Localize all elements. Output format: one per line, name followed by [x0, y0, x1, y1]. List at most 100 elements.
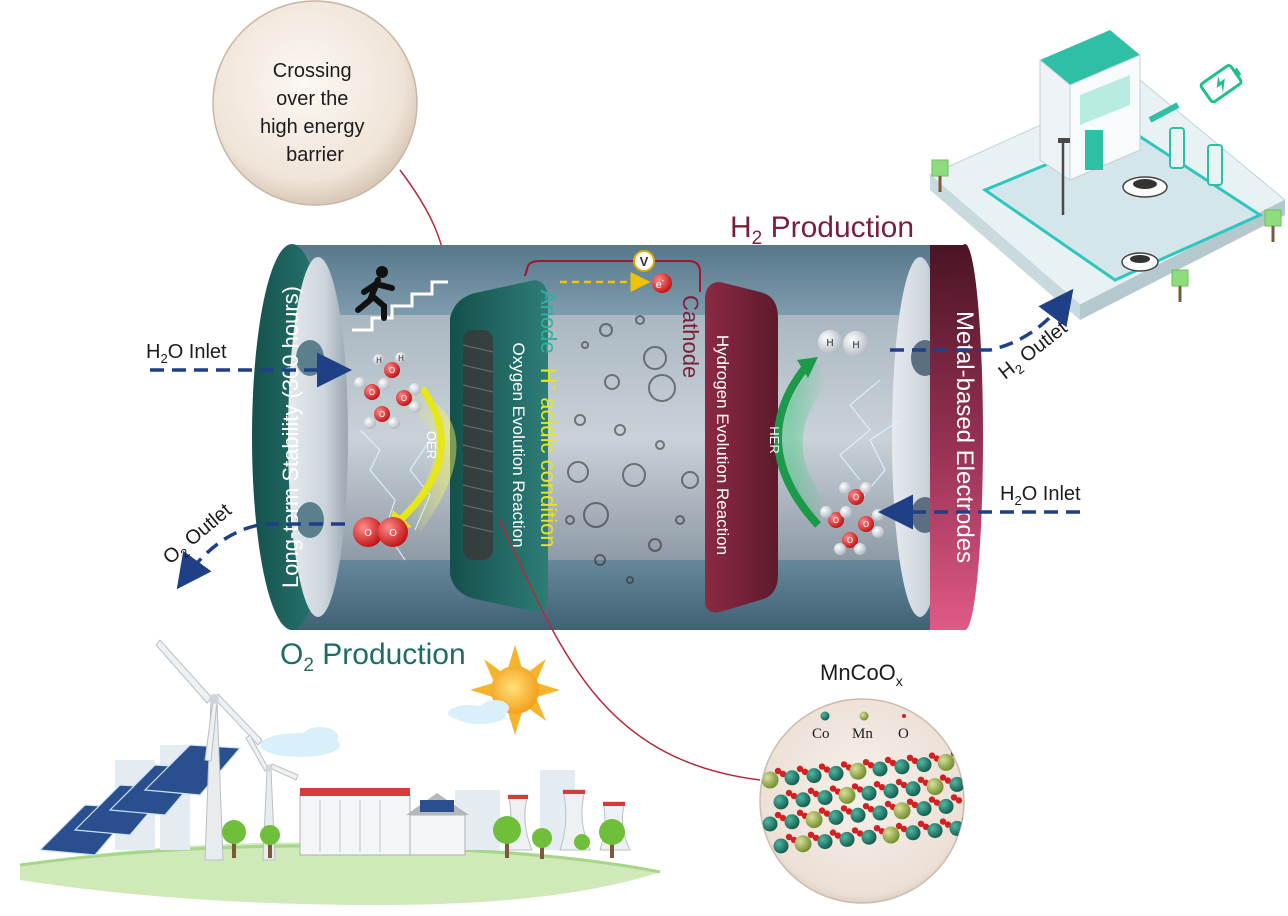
o-atom — [928, 752, 936, 759]
o-atom — [967, 775, 973, 781]
energy-storage-buildings — [299, 788, 469, 856]
co-atom — [927, 823, 943, 839]
mn-atom — [937, 753, 955, 771]
o-atom — [955, 753, 963, 760]
o-atom — [818, 763, 826, 770]
voltmeter-label: V — [640, 254, 649, 269]
o-atom — [884, 756, 892, 764]
left-port-bottom — [296, 502, 324, 538]
h2-production-label: H2 Production — [730, 211, 914, 249]
o-atom — [774, 767, 782, 775]
co-atom — [773, 794, 789, 810]
o-atom — [796, 809, 804, 816]
o-atom — [785, 833, 793, 841]
co-atom — [872, 805, 888, 821]
legend-mn: Mn — [852, 726, 873, 742]
acidic-condition-label: acidic condition — [536, 397, 561, 547]
o-atom — [834, 832, 842, 839]
o-atom — [862, 759, 870, 766]
o-atom — [845, 808, 853, 815]
o-atom — [950, 794, 958, 801]
o-atom — [862, 803, 870, 810]
mn-atom — [849, 762, 867, 780]
co-atom — [938, 798, 954, 814]
oxygen-molecule: O O — [353, 517, 408, 547]
her-label: HER — [767, 426, 782, 453]
o-atom — [856, 830, 864, 837]
mn-atom — [882, 826, 900, 844]
co-atom — [894, 759, 910, 775]
electron-icon — [652, 273, 672, 293]
electron-charge: - — [662, 276, 665, 285]
h2o-inlet-left-label: H2O Inlet — [146, 341, 227, 366]
co-atom — [784, 770, 800, 786]
h2-outlet-arrow — [890, 288, 1074, 352]
co-atom — [839, 831, 855, 847]
o-atom — [840, 761, 848, 768]
o-atom — [774, 811, 782, 819]
mn-atom — [761, 771, 779, 789]
o-atom — [812, 834, 820, 841]
co-atom — [773, 838, 789, 854]
o2-outlet-arrow — [176, 522, 345, 590]
o-atom — [884, 800, 892, 808]
co-atom — [905, 825, 921, 841]
atom-h: H — [398, 354, 404, 363]
o-atom — [829, 785, 837, 792]
o-atom — [895, 822, 903, 830]
water-molecules-left: O H H O O O — [354, 352, 421, 429]
o-atom — [851, 827, 859, 834]
o-atom — [939, 818, 947, 825]
co-atom — [872, 761, 888, 777]
flow-arrows — [150, 288, 1080, 590]
atom-o: O — [389, 366, 395, 375]
hydrogen-molecule: H H — [818, 330, 869, 357]
o-atom — [928, 796, 936, 803]
callout-line-3: high energy — [260, 116, 365, 138]
co-atom — [883, 783, 899, 799]
o-atom — [944, 777, 952, 784]
atom-o: O — [379, 410, 385, 419]
co-atom — [905, 781, 921, 797]
atom-o: O — [401, 394, 407, 403]
o2-production-label: O2 Production — [280, 638, 466, 676]
o-atom — [785, 789, 793, 797]
atom-o: O — [369, 388, 375, 397]
svg-text:Co Mn O: Co Mn O — [812, 726, 909, 742]
proton-charge: + — [547, 384, 562, 392]
svg-text:e-: e- — [656, 276, 665, 291]
o-atom — [961, 772, 964, 779]
o-atom — [955, 797, 963, 804]
o-atom — [900, 825, 908, 833]
co-atom — [916, 757, 932, 773]
atom-h: H — [376, 356, 382, 365]
o-atom — [917, 820, 925, 827]
o-atom — [851, 783, 859, 790]
mn-atom — [794, 835, 812, 853]
o-atom — [790, 792, 798, 800]
o-atom — [801, 768, 809, 775]
wind-turbine-large — [155, 639, 263, 861]
o-atom — [873, 825, 881, 832]
o-atom — [812, 790, 820, 797]
o-atom — [900, 781, 908, 789]
callout-line-1: Crossing — [273, 60, 352, 82]
barrier-callout: Crossing over the high energy barrier — [212, 0, 451, 291]
o-atom — [840, 805, 848, 812]
atom-o: O — [863, 520, 869, 529]
o-atom — [906, 754, 914, 761]
svg-text:Crossing over the: Crossing over the high energy barrier — [260, 60, 370, 166]
trees — [222, 816, 625, 859]
callout-line-4: barrier — [286, 144, 344, 166]
h2-outlet-label: H2 Outlet — [995, 317, 1074, 387]
atom-o: O — [853, 493, 859, 502]
o-atom — [911, 757, 919, 764]
cathode-plate: Hydrogen Evolution Reaction — [705, 282, 778, 613]
o-atom — [807, 787, 815, 794]
anode-label: Anode — [536, 290, 561, 354]
her-full-label: Hydrogen Evolution Reaction — [713, 335, 732, 555]
co-atom — [784, 814, 800, 830]
callout-bubble — [212, 0, 418, 206]
electrolyte-bubbles — [565, 315, 699, 584]
